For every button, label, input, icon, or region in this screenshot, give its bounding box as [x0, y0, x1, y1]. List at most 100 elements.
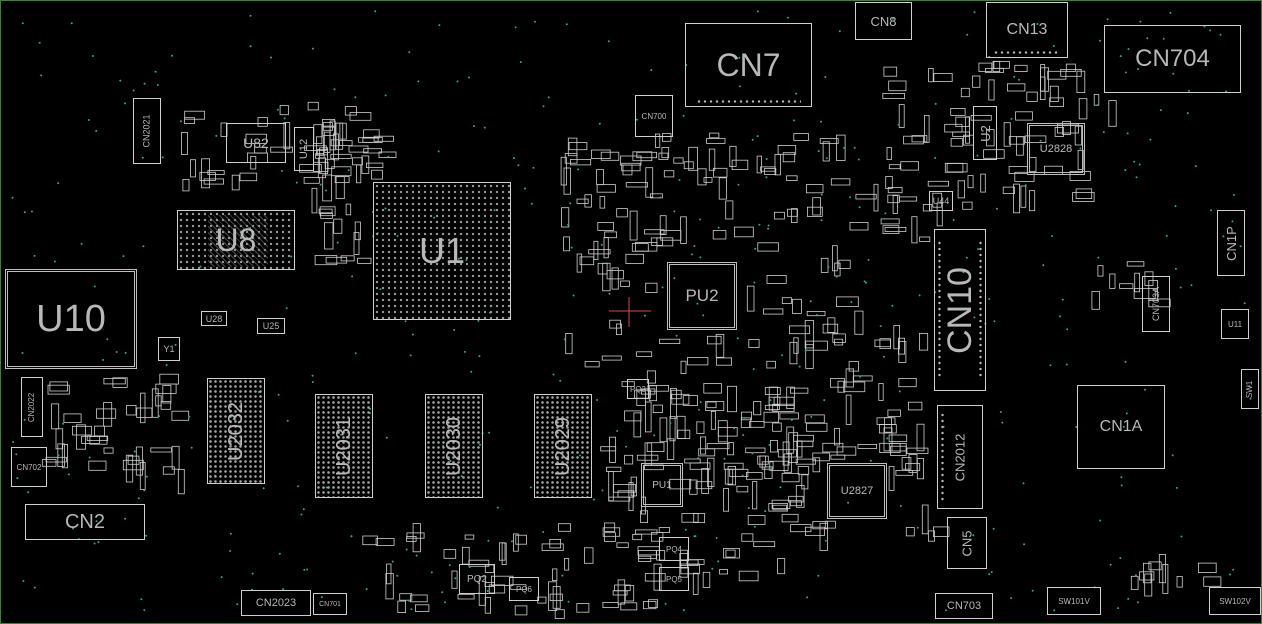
component-u2031[interactable]: U2031: [315, 394, 373, 498]
component-u2032[interactable]: U2032: [207, 378, 265, 484]
component-u2827[interactable]: U2827: [827, 463, 887, 519]
component-pq3[interactable]: PQ3: [627, 379, 649, 399]
via: [1243, 302, 1246, 305]
passive-footprint: [584, 361, 600, 368]
component-cn8[interactable]: CN8: [855, 2, 912, 40]
via: [33, 254, 36, 257]
via: [300, 513, 303, 516]
passive-footprint: [1126, 261, 1145, 267]
component-cn1p[interactable]: CN1P: [1217, 210, 1245, 276]
via: [542, 105, 545, 108]
component-u12[interactable]: U12: [294, 127, 314, 171]
passive-footprint: [488, 584, 506, 594]
passive-footprint: [770, 439, 778, 453]
passive-footprint: [768, 396, 781, 406]
component-cn2022[interactable]: CN2022: [21, 377, 43, 437]
passive-footprint: [1016, 136, 1024, 156]
component-u82[interactable]: U82: [226, 123, 286, 163]
via: [625, 445, 628, 448]
component-u2029[interactable]: U2029: [534, 394, 592, 498]
component-u2[interactable]: U2: [973, 106, 997, 160]
component-sw101v[interactable]: SW101V: [1047, 587, 1101, 615]
component-sw1[interactable]: SW1: [1241, 369, 1259, 409]
via: [40, 74, 43, 77]
passive-footprint: [797, 466, 810, 475]
via: [311, 47, 314, 50]
component-cn703a[interactable]: CN703A: [1142, 276, 1170, 332]
component-pq5[interactable]: PQ5: [659, 567, 689, 591]
component-label: CN701: [319, 600, 341, 608]
component-cn5[interactable]: CN5: [947, 517, 987, 569]
component-label: CN10: [940, 266, 979, 354]
via: [569, 202, 572, 205]
component-cn2[interactable]: CN2: [25, 504, 145, 540]
component-label: CN703A: [1151, 286, 1161, 322]
component-cn2012[interactable]: CN2012: [937, 405, 983, 509]
passive-footprint: [701, 468, 710, 494]
via: [1138, 163, 1141, 166]
component-cn2021[interactable]: CN2021: [133, 98, 161, 164]
passive-footprint: [793, 337, 799, 354]
via: [1190, 284, 1193, 287]
component-label: CN13: [1006, 21, 1048, 38]
component-cn704[interactable]: CN704: [1104, 25, 1241, 93]
component-cn701[interactable]: CN701: [313, 593, 347, 615]
component-cn2023[interactable]: CN2023: [241, 590, 311, 616]
component-pu2[interactable]: PU2: [667, 262, 737, 330]
via: [608, 292, 611, 295]
passive-footprint: [857, 443, 878, 449]
component-pu1[interactable]: PU1: [641, 463, 683, 507]
component-cn10[interactable]: CN10: [934, 229, 986, 391]
passive-footprint: [335, 176, 345, 199]
component-cn702[interactable]: CN702: [11, 447, 47, 487]
passive-footprint: [385, 573, 394, 600]
passive-footprint: [727, 385, 737, 413]
via: [1010, 117, 1013, 120]
passive-footprint: [636, 454, 659, 461]
component-pq6[interactable]: PQ6: [509, 577, 539, 601]
component-label: U11: [1227, 319, 1243, 329]
passive-footprint: [576, 253, 583, 273]
via: [723, 457, 726, 460]
component-cn1a[interactable]: CN1A: [1077, 385, 1165, 469]
passive-footprint: [565, 333, 573, 355]
via: [1117, 607, 1120, 610]
passive-footprint: [936, 202, 943, 227]
component-u10[interactable]: U10: [5, 269, 137, 369]
via: [820, 193, 823, 196]
via: [882, 355, 885, 358]
passive-footprint: [843, 381, 866, 393]
component-u28[interactable]: U28: [201, 311, 227, 326]
via: [572, 294, 575, 297]
component-u25[interactable]: U25: [257, 318, 285, 334]
passive-footprint: [612, 590, 628, 596]
via: [319, 183, 322, 186]
passive-footprint: [824, 520, 836, 529]
passive-footprint: [715, 333, 725, 358]
component-cn7[interactable]: CN7: [685, 23, 812, 107]
component-pq2[interactable]: PQ2: [459, 564, 495, 594]
component-cn703[interactable]: CN703: [935, 593, 993, 619]
via: [511, 540, 513, 543]
via: [1172, 72, 1175, 75]
component-u44[interactable]: U44: [929, 191, 953, 211]
via: [598, 122, 601, 125]
component-y1[interactable]: Y1: [158, 337, 180, 361]
component-u8[interactable]: U8: [177, 210, 295, 270]
component-pq4[interactable]: PQ4: [659, 537, 689, 561]
via: [1075, 426, 1078, 428]
via: [97, 541, 100, 544]
component-u2828[interactable]: U2828: [1027, 123, 1085, 175]
component-u2030[interactable]: U2030: [425, 394, 483, 498]
component-cn700[interactable]: CN700: [635, 95, 673, 137]
component-sw102v[interactable]: SW102V: [1209, 587, 1261, 615]
passive-footprint: [805, 344, 814, 369]
component-u11[interactable]: U11: [1221, 309, 1249, 339]
component-cn13[interactable]: CN13: [986, 2, 1068, 58]
via: [351, 275, 354, 278]
via: [23, 418, 26, 421]
passive-footprint: [373, 135, 394, 142]
component-u1[interactable]: U1: [373, 182, 511, 320]
via: [767, 468, 770, 471]
